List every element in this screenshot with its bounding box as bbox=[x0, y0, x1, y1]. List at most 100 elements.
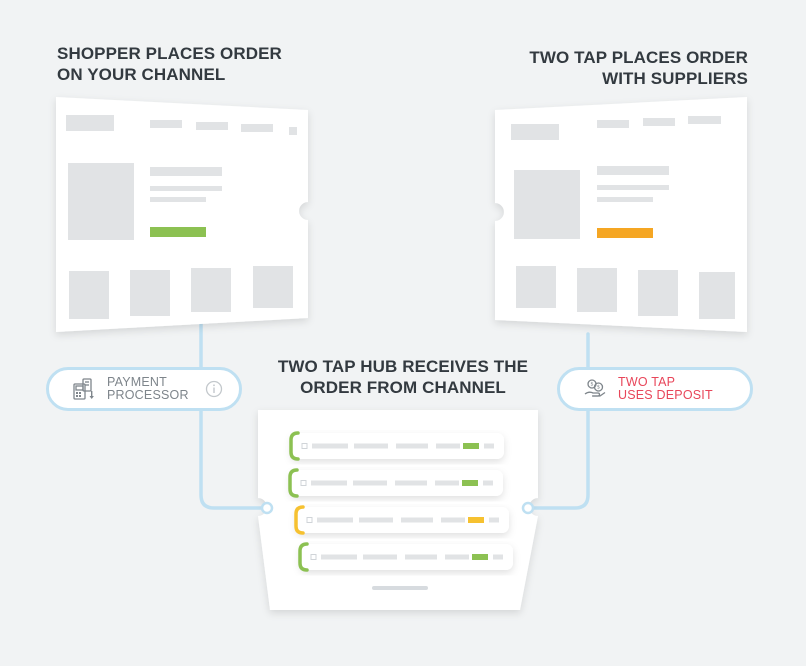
payment-processor-line2: PROCESSOR bbox=[107, 388, 189, 402]
hub-order-checkbox bbox=[301, 443, 308, 449]
supplier-thumbnail-placeholder bbox=[516, 266, 556, 308]
hub-order-status-edge bbox=[294, 505, 305, 535]
hub-order-cell bbox=[435, 480, 459, 486]
hub-order-cell bbox=[436, 443, 460, 449]
channel-nav-placeholder bbox=[289, 127, 297, 135]
info-icon[interactable] bbox=[205, 380, 223, 398]
channel-text-line bbox=[150, 197, 206, 202]
hub-order-row bbox=[294, 505, 509, 535]
hub-order-cell bbox=[445, 554, 469, 560]
supplier-heading: TWO TAP PLACES ORDER WITH SUPPLIERS bbox=[529, 47, 748, 89]
connector-payment-to-hub bbox=[199, 408, 268, 510]
supplier-text-line bbox=[597, 197, 653, 202]
deposit-label: TWO TAP USES DEPOSIT bbox=[618, 376, 713, 402]
supplier-nav-placeholder bbox=[688, 116, 721, 124]
channel-thumbnail-placeholder bbox=[253, 266, 293, 308]
channel-heading-line2: ON YOUR CHANNEL bbox=[57, 65, 226, 84]
channel-logo-placeholder bbox=[66, 115, 114, 131]
channel-heading: SHOPPER PLACES ORDER ON YOUR CHANNEL bbox=[57, 43, 282, 85]
channel-thumbnail-placeholder bbox=[130, 270, 170, 316]
hub-order-cell bbox=[321, 554, 357, 560]
hub-order-status-chip bbox=[462, 480, 478, 486]
hub-order-cell bbox=[401, 517, 433, 523]
channel-product-image-placeholder bbox=[68, 163, 134, 240]
hub-order-cell bbox=[405, 554, 437, 560]
channel-heading-line1: SHOPPER PLACES ORDER bbox=[57, 44, 282, 63]
payment-processor-label: PAYMENT PROCESSOR bbox=[107, 376, 189, 402]
supplier-thumbnail-placeholder bbox=[699, 272, 735, 319]
channel-nav-placeholder bbox=[150, 120, 182, 128]
channel-text-line bbox=[150, 186, 222, 191]
channel-buy-button bbox=[150, 227, 206, 237]
hub-order-cell bbox=[484, 443, 494, 449]
hub-heading-line1: TWO TAP HUB RECEIVES THE bbox=[277, 357, 529, 376]
svg-text:$: $ bbox=[597, 385, 600, 391]
hub-order-status-chip bbox=[472, 554, 488, 560]
hub-order-checkbox bbox=[310, 554, 317, 560]
hub-order-row bbox=[298, 542, 513, 572]
hub-order-cell bbox=[395, 480, 427, 486]
hub-order-checkbox bbox=[300, 480, 307, 486]
supplier-thumbnail-placeholder bbox=[577, 268, 617, 312]
payment-processor-line1: PAYMENT bbox=[107, 375, 167, 389]
hub-order-cell bbox=[311, 480, 347, 486]
channel-thumbnail-placeholder bbox=[69, 271, 109, 319]
channel-page-card bbox=[56, 97, 308, 332]
hub-right-node bbox=[521, 501, 535, 515]
hub-card-group bbox=[258, 410, 538, 610]
supplier-thumbnail-placeholder bbox=[638, 270, 678, 316]
deposit-line1: TWO TAP bbox=[618, 375, 676, 389]
supplier-buy-button bbox=[597, 228, 653, 238]
hub-order-row bbox=[288, 468, 503, 498]
hub-order-row bbox=[289, 431, 504, 461]
hub-order-cell bbox=[317, 517, 353, 523]
deposit-line2: USES DEPOSIT bbox=[618, 388, 713, 402]
supplier-heading-line2: WITH SUPPLIERS bbox=[602, 69, 748, 88]
hub-order-cell bbox=[359, 517, 393, 523]
payment-terminal-icon bbox=[73, 378, 94, 400]
hub-order-status-chip bbox=[463, 443, 479, 449]
deposit-node: $ $ TWO TAP USES DEPOSIT bbox=[557, 367, 753, 411]
supplier-nav-placeholder bbox=[597, 120, 629, 128]
supplier-text-line bbox=[597, 185, 669, 190]
hub-order-cell bbox=[363, 554, 397, 560]
hub-heading: TWO TAP HUB RECEIVES THE ORDER FROM CHAN… bbox=[260, 356, 546, 398]
supplier-product-image-placeholder bbox=[514, 170, 580, 239]
hub-order-cell bbox=[489, 517, 499, 523]
channel-nav-placeholder bbox=[196, 122, 228, 130]
hub-order-cell bbox=[483, 480, 493, 486]
hub-order-status-edge bbox=[298, 542, 309, 572]
channel-page-mockup bbox=[56, 97, 308, 332]
connection-nodes bbox=[260, 501, 535, 515]
hub-order-checkbox bbox=[306, 517, 313, 523]
channel-text-line bbox=[150, 167, 222, 176]
hub-order-cell bbox=[441, 517, 465, 523]
hub-order-list bbox=[288, 431, 513, 572]
hub-order-cell bbox=[493, 554, 503, 560]
supplier-heading-line1: TWO TAP PLACES ORDER bbox=[529, 48, 748, 67]
channel-nav-placeholder bbox=[241, 124, 273, 132]
coins-hand-icon: $ $ bbox=[584, 379, 606, 397]
svg-text:$: $ bbox=[590, 382, 593, 388]
connectors bbox=[199, 320, 590, 510]
hub-heading-line2: ORDER FROM CHANNEL bbox=[300, 378, 506, 397]
hub-order-cell bbox=[396, 443, 428, 449]
hub-order-status-edge bbox=[289, 431, 300, 461]
connector-deposit-to-hub bbox=[528, 408, 590, 510]
hub-order-cell bbox=[353, 480, 387, 486]
hub-footer-bar bbox=[372, 586, 428, 590]
supplier-page-card bbox=[495, 97, 747, 332]
supplier-page-mockup bbox=[495, 97, 747, 332]
payment-processor-node: PAYMENT PROCESSOR bbox=[46, 367, 242, 411]
hub-order-cell bbox=[354, 443, 388, 449]
supplier-logo-placeholder bbox=[511, 124, 559, 140]
channel-thumbnail-placeholder bbox=[191, 268, 231, 312]
supplier-nav-placeholder bbox=[643, 118, 675, 126]
supplier-text-line bbox=[597, 166, 669, 175]
hub-order-status-chip bbox=[468, 517, 484, 523]
hub-left-node bbox=[260, 501, 274, 515]
hub-order-status-edge bbox=[288, 468, 299, 498]
hub-order-cell bbox=[312, 443, 348, 449]
